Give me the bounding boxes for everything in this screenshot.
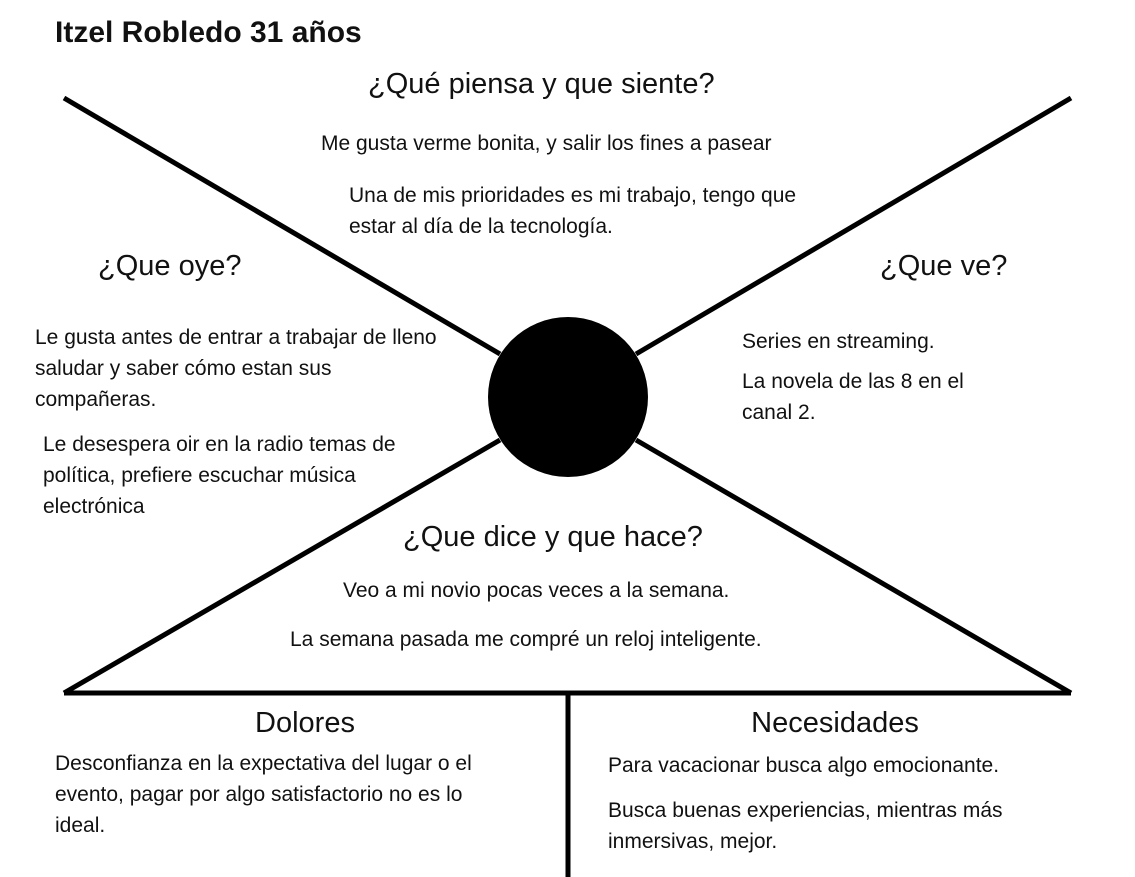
diagonal-line-bottom-left bbox=[62, 437, 502, 696]
think-feel-heading: ¿Qué piensa y que siente? bbox=[368, 68, 715, 100]
diagonal-line-top-right bbox=[634, 95, 1073, 357]
diagonal-line-top-left bbox=[62, 95, 502, 357]
pains-text: Desconfianza en la expectativa del lugar… bbox=[55, 752, 472, 837]
see-heading: ¿Que ve? bbox=[880, 250, 1008, 282]
needs-heading: Necesidades bbox=[751, 707, 919, 739]
center-circle bbox=[488, 317, 648, 477]
think-feel-item-2: Una de mis prioridades es mi trabajo, te… bbox=[349, 184, 797, 238]
persona-name: Itzel Robledo 31 años bbox=[55, 16, 362, 49]
see-item-1: Series en streaming. bbox=[742, 330, 935, 353]
needs-item-2: Busca buenas experiencias, mientras más … bbox=[608, 799, 1003, 853]
say-do-item-2: La semana pasada me compré un reloj inte… bbox=[290, 628, 762, 651]
say-do-heading: ¿Que dice y que hace? bbox=[403, 521, 703, 553]
needs-item-1: Para vacacionar busca algo emocionante. bbox=[608, 754, 1000, 777]
hear-item-1: Le gusta antes de entrar a trabajar de l… bbox=[35, 326, 437, 411]
hear-item-2: Le desespera oir en la radio temas de po… bbox=[43, 433, 396, 518]
say-do-item-1: Veo a mi novio pocas veces a la semana. bbox=[343, 579, 730, 602]
see-item-2: La novela de las 8 en el canal 2. bbox=[742, 370, 964, 424]
hear-heading: ¿Que oye? bbox=[98, 250, 242, 282]
think-feel-item-1: Me gusta verme bonita, y salir los fines… bbox=[321, 132, 772, 155]
pains-heading: Dolores bbox=[255, 707, 355, 739]
diagonal-line-bottom-right bbox=[634, 437, 1073, 696]
